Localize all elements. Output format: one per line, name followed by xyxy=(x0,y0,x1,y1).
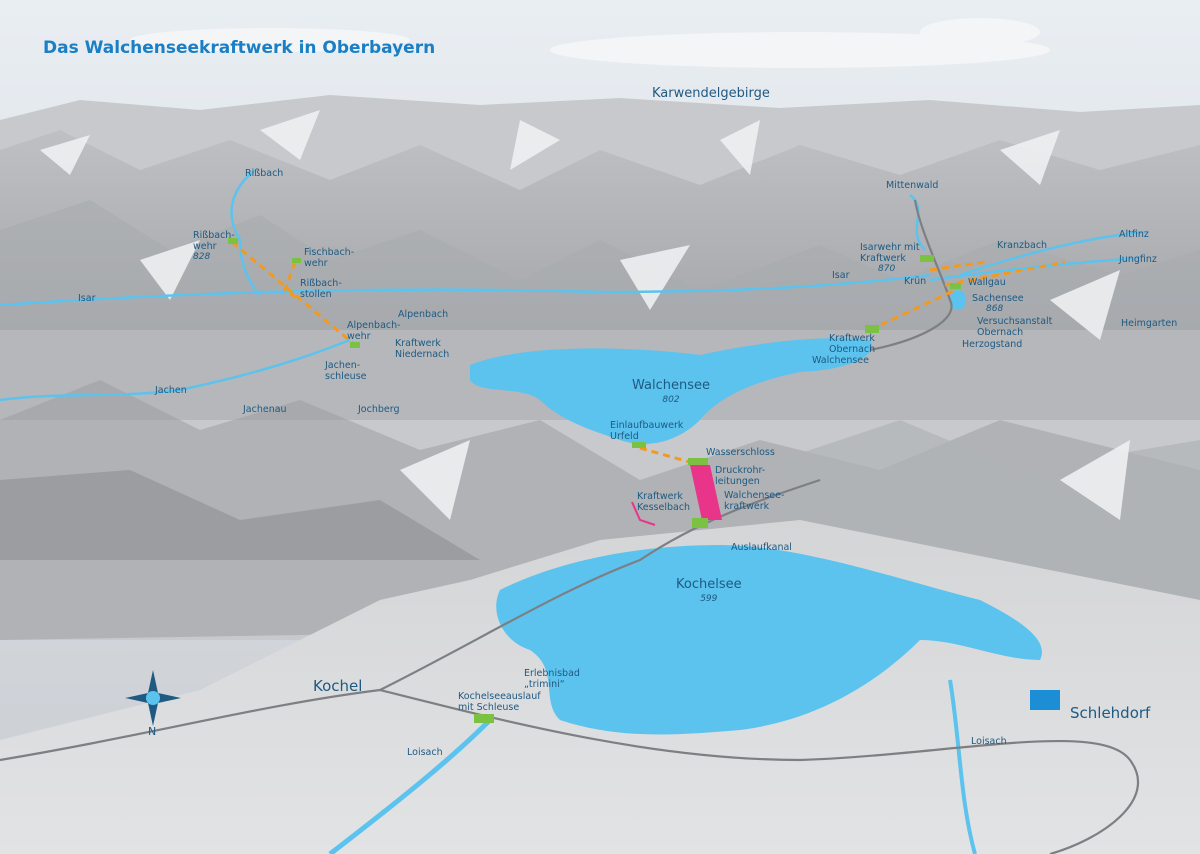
label-rissbach-stollen: Rißbach- stollen xyxy=(300,278,342,300)
sachensee-lake xyxy=(950,290,966,310)
label-wasserschloss: Wasserschloss xyxy=(706,447,775,458)
kochelsee-name: Kochelsee xyxy=(676,577,742,592)
label-mittenwald: Mittenwald xyxy=(886,180,939,191)
label-altfinz: Altfinz xyxy=(1119,229,1149,240)
label-jungfinz: Jungfinz xyxy=(1119,254,1157,265)
label-jachen-schleuse: Jachen- schleuse xyxy=(325,360,367,382)
map-title: Das Walchenseekraftwerk in Oberbayern xyxy=(43,38,436,58)
isarwehr-name: Isarwehr mit Kraftwerk xyxy=(860,242,920,264)
rissbach-wehr-name: Rißbach- wehr xyxy=(193,230,235,252)
sachensee-altitude: 868 xyxy=(986,304,1004,314)
label-kraftwerk-obernach: Kraftwerk Obernach xyxy=(829,333,876,355)
walchensee-altitude: 802 xyxy=(662,395,680,405)
rivers xyxy=(0,169,1146,854)
label-jachenau: Jachenau xyxy=(243,404,287,415)
label-auslaufkanal: Auslaufkanal xyxy=(731,542,792,553)
label-alpenbach: Alpenbach xyxy=(398,309,449,320)
label-wallgau: Wallgau xyxy=(968,277,1006,288)
label-walchensee-lake: Walchensee 802 xyxy=(632,378,710,408)
label-isar-east: Isar xyxy=(832,270,850,281)
label-einlaufbauwerk-urfeld: Einlaufbauwerk Urfeld xyxy=(610,420,684,442)
walchensee-lake xyxy=(470,338,872,444)
label-heimgarten: Heimgarten xyxy=(1121,318,1178,329)
label-karwendelgebirge: Karwendelgebirge xyxy=(652,86,770,101)
walchensee-name: Walchensee xyxy=(632,378,710,393)
label-kruen: Krün xyxy=(904,276,927,287)
rissbach-wehr-altitude: 828 xyxy=(193,252,211,262)
label-kraftwerk-kesselbach: Kraftwerk Kesselbach xyxy=(637,491,691,513)
label-rissbach: Rißbach xyxy=(245,168,284,179)
penstocks xyxy=(631,465,722,526)
label-fischbach-wehr: Fischbach- wehr xyxy=(304,247,355,269)
schlehdorf-monastery xyxy=(1030,690,1060,710)
sachensee-name: Sachensee xyxy=(972,293,1024,304)
label-isar-west: Isar xyxy=(78,293,96,304)
label-versuchsanstalt-obernach: Versuchsanstalt Obernach xyxy=(977,316,1053,338)
power-plants xyxy=(228,238,961,723)
clouds xyxy=(130,18,1050,68)
compass-rose xyxy=(125,670,181,726)
label-loisach-west: Loisach xyxy=(407,747,443,758)
label-kochelsee-lake: Kochelsee 599 xyxy=(676,577,742,607)
label-kraftwerk-niedernach: Kraftwerk Niedernach xyxy=(395,338,450,360)
label-druckrohrleitungen: Druckrohr- leitungen xyxy=(715,465,766,487)
label-erlebnisbad-trimini: Erlebnisbad „trimini“ xyxy=(524,668,580,690)
kochelsee-altitude: 599 xyxy=(700,594,718,604)
label-jochberg: Jochberg xyxy=(358,404,400,415)
label-walchenseekraftwerk: Walchensee- kraftwerk xyxy=(724,490,785,512)
label-schlehdorf: Schlehdorf xyxy=(1070,704,1151,722)
label-jachen: Jachen xyxy=(155,385,187,396)
compass-north-label: N xyxy=(148,725,157,738)
label-walchensee-village: Walchensee xyxy=(812,355,869,366)
kochelsee-lake xyxy=(496,545,1042,735)
label-loisach-east: Loisach xyxy=(971,736,1007,747)
label-alpenbach-wehr: Alpenbach- wehr xyxy=(347,320,401,342)
label-kochel: Kochel xyxy=(313,677,363,695)
label-kochelseeauslauf: Kochelseeauslauf mit Schleuse xyxy=(458,691,541,713)
label-herzogstand: Herzogstand xyxy=(962,339,1023,350)
isarwehr-altitude: 870 xyxy=(878,264,896,274)
label-kranzbach: Kranzbach xyxy=(997,240,1048,251)
